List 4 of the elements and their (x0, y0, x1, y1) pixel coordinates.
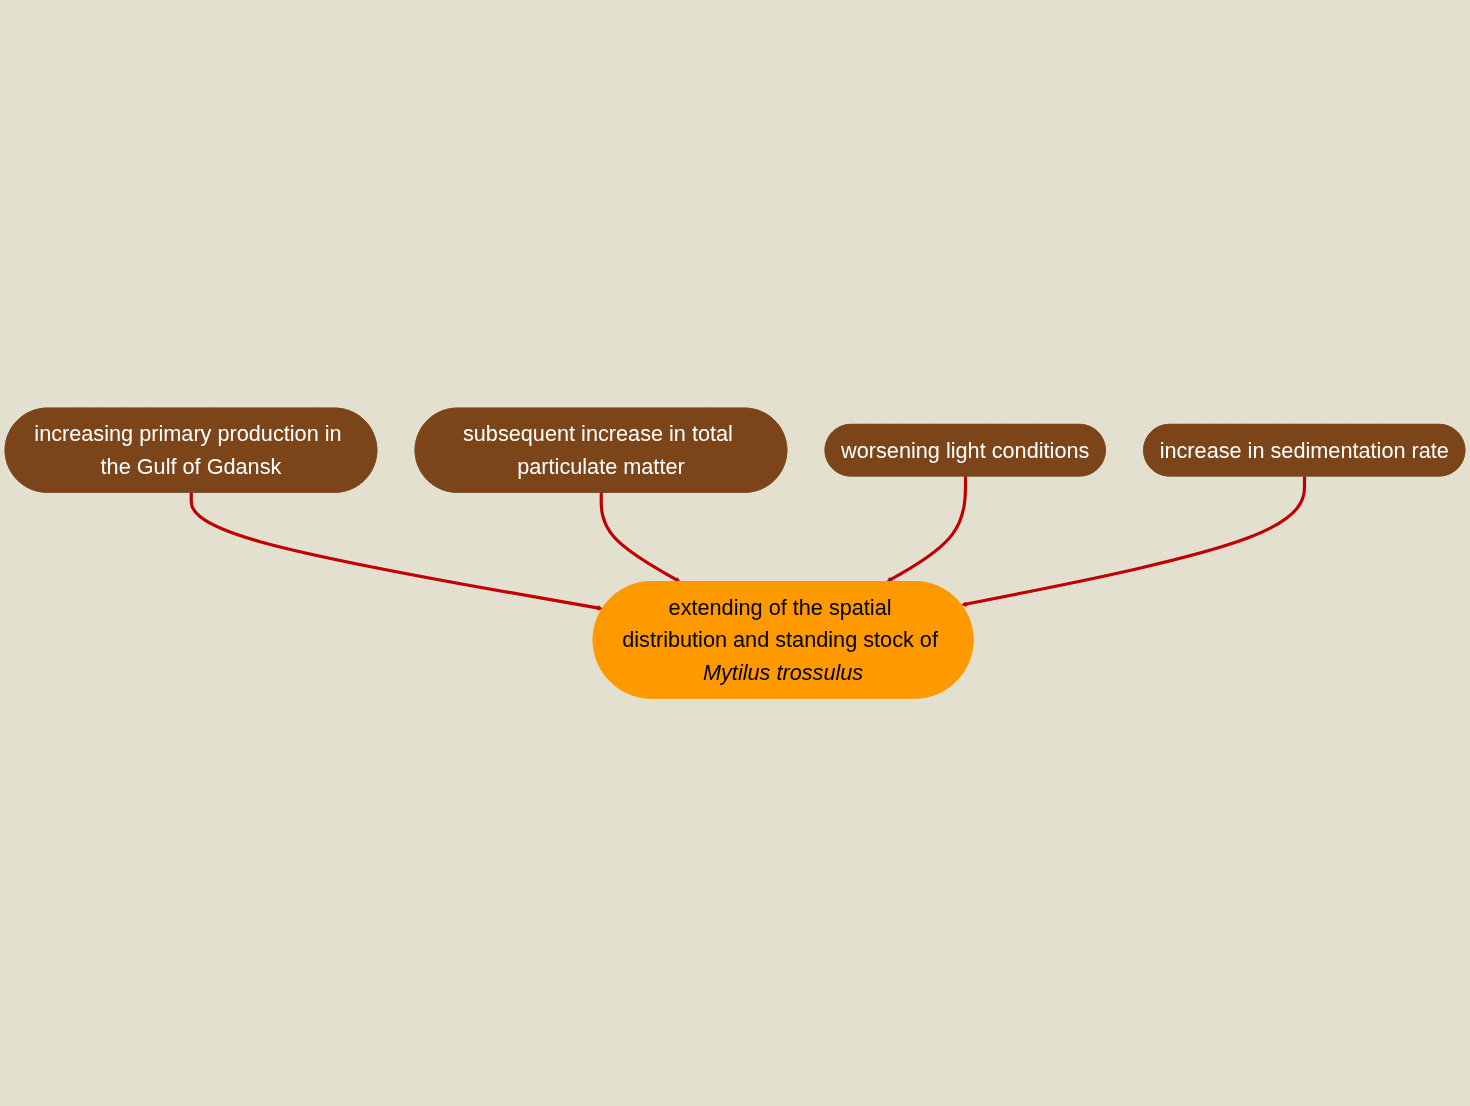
arrow (599, 492, 681, 582)
arrow (961, 476, 1307, 607)
arrow (886, 476, 968, 582)
arrow (189, 492, 603, 611)
